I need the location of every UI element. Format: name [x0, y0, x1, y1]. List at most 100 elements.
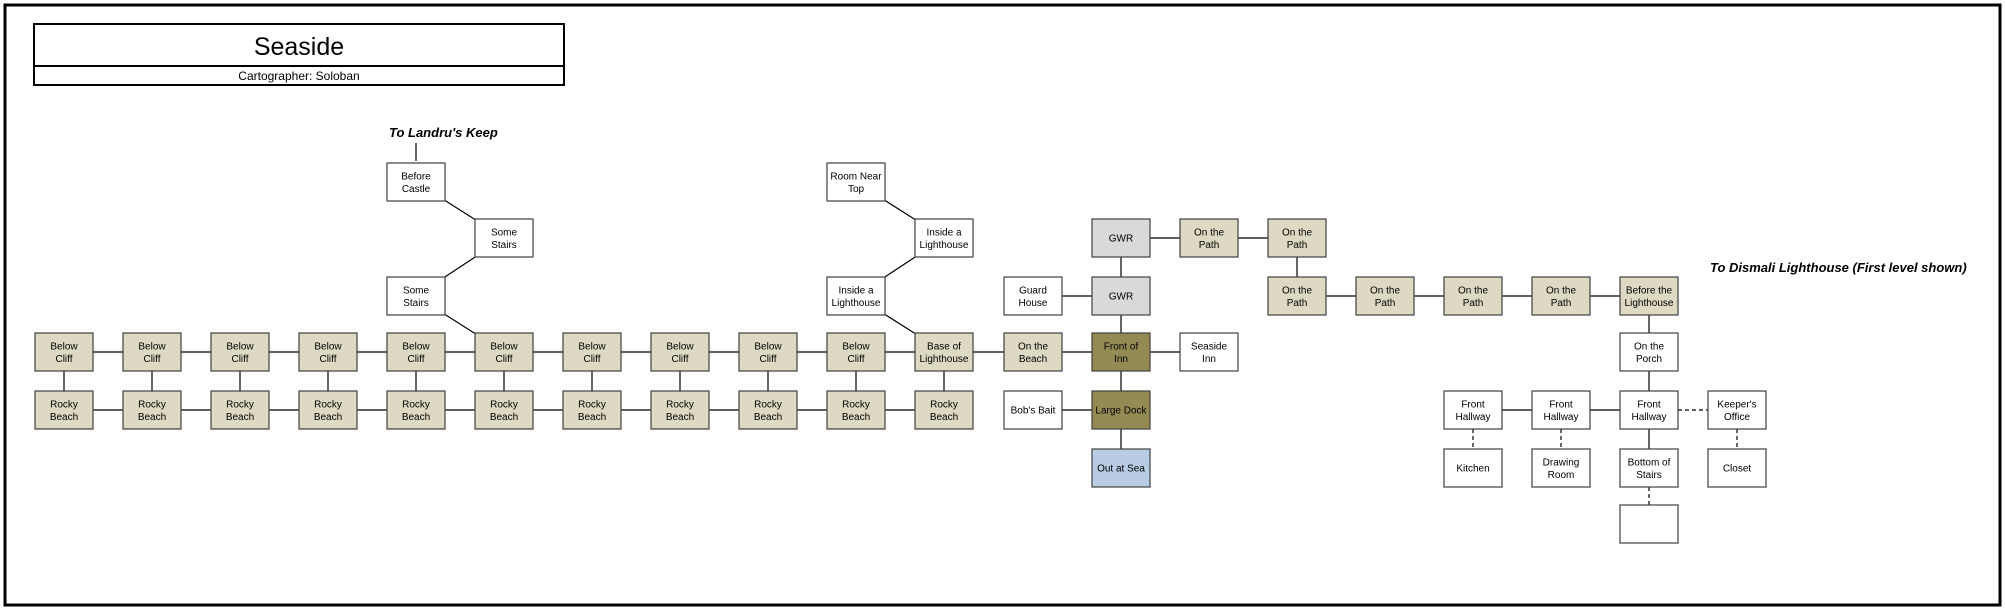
- connections-layer: [63, 199, 1738, 505]
- connection-r03-r12: [444, 313, 476, 335]
- connection-r01-r02: [444, 199, 476, 221]
- connection-r05-r06: [884, 256, 916, 278]
- room-out-at-sea[interactable]: Out at Sea: [1091, 448, 1151, 488]
- room-blank[interactable]: [1619, 504, 1679, 544]
- room-box: [1707, 448, 1767, 488]
- room-box: [1619, 504, 1679, 544]
- room-box: [562, 332, 622, 372]
- room-closet[interactable]: Closet: [1707, 448, 1767, 488]
- room-box: [914, 390, 974, 430]
- room-box: [826, 276, 886, 316]
- room-label: GWR: [1109, 292, 1133, 303]
- room-large-dock[interactable]: Large Dock: [1091, 390, 1151, 430]
- room-label: Closet: [1723, 464, 1752, 475]
- room-box: [738, 332, 798, 372]
- room-box: [1267, 276, 1327, 316]
- title-block: Seaside Cartographer: Soloban: [33, 23, 565, 86]
- room-box: [1619, 390, 1679, 430]
- room-box: [122, 332, 182, 372]
- room-label: Out at Sea: [1097, 464, 1145, 475]
- room-box: [1003, 276, 1063, 316]
- room-box: [650, 332, 710, 372]
- room-gwr[interactable]: GWR: [1091, 218, 1151, 258]
- room-box: [1091, 276, 1151, 316]
- map-title: Seaside: [254, 33, 344, 61]
- room-box: [1531, 276, 1591, 316]
- room-box: [1091, 218, 1151, 258]
- room-bob-s-bait[interactable]: Bob's Bait: [1003, 390, 1063, 430]
- room-box: [914, 218, 974, 258]
- room-box: [122, 390, 182, 430]
- room-box: [1443, 448, 1503, 488]
- room-box: [298, 390, 358, 430]
- room-box: [1619, 448, 1679, 488]
- room-gwr[interactable]: GWR: [1091, 276, 1151, 316]
- exit-to-landrus-keep: To Landru's Keep: [389, 125, 498, 161]
- room-kitchen[interactable]: Kitchen: [1443, 448, 1503, 488]
- title-box: [33, 23, 565, 67]
